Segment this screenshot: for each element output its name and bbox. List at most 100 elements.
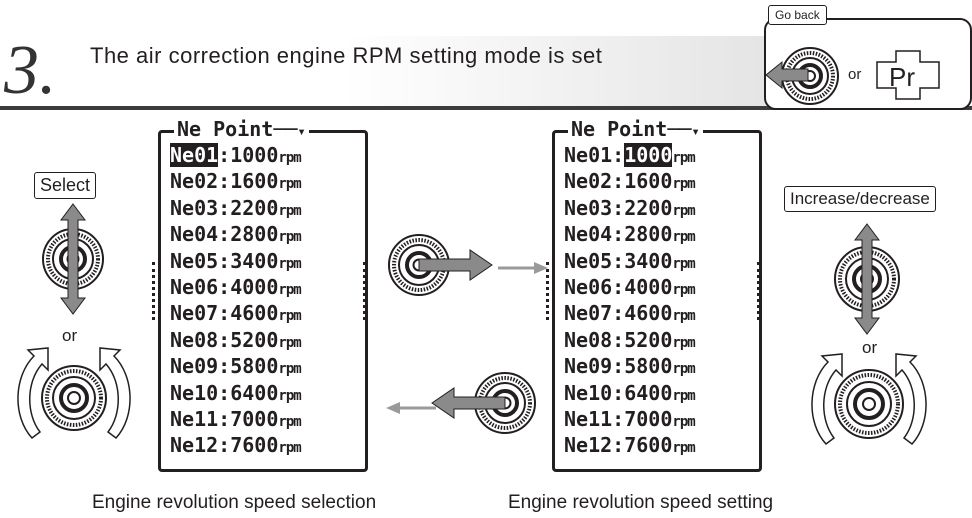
jog-dial-icon[interactable] xyxy=(830,223,904,335)
rpm-unit: rpm xyxy=(672,150,695,166)
separator: : xyxy=(218,143,231,167)
separator: : xyxy=(218,380,231,405)
separator: : xyxy=(612,143,625,167)
rpm-point-name: Ne03 xyxy=(564,195,613,220)
rpm-value: 5200 xyxy=(230,327,279,352)
jog-dial-icon[interactable] xyxy=(776,44,840,108)
rpm-point-row[interactable]: Ne01:1000rpm xyxy=(170,142,302,168)
rpm-point-row[interactable]: Ne12:7600rpm xyxy=(564,432,696,458)
rpm-point-row[interactable]: Ne09:5800rpm xyxy=(564,353,696,379)
rpm-value: 5800 xyxy=(624,354,673,379)
rotate-arrows-icon[interactable] xyxy=(4,346,144,446)
rpm-value: 7600 xyxy=(624,433,673,458)
header-rule xyxy=(0,106,972,110)
rpm-point-name: Ne08 xyxy=(564,327,613,352)
rpm-unit: rpm xyxy=(672,361,695,378)
rpm-value: 4600 xyxy=(624,301,673,326)
rpm-point-row[interactable]: Ne01:1000rpm xyxy=(564,142,696,168)
rpm-point-row[interactable]: Ne04:2800rpm xyxy=(170,221,302,247)
separator: : xyxy=(612,354,625,379)
go-back-or-text: or xyxy=(848,66,862,83)
rpm-point-name: Ne08 xyxy=(170,327,219,352)
rpm-unit: rpm xyxy=(278,281,301,298)
separator: : xyxy=(612,248,625,273)
rpm-value: 4600 xyxy=(230,301,279,326)
separator: : xyxy=(218,301,231,326)
rpm-unit: rpm xyxy=(278,150,301,166)
rpm-value: 4000 xyxy=(624,274,673,299)
rpm-point-row[interactable]: Ne10:6400rpm xyxy=(170,380,302,406)
step-number: 3. xyxy=(4,32,57,109)
rpm-point-row[interactable]: Ne05:3400rpm xyxy=(564,248,696,274)
increase-or-text: or xyxy=(862,338,878,357)
screen-scroll-marker xyxy=(757,262,760,320)
separator: : xyxy=(612,274,625,299)
rpm-unit: rpm xyxy=(672,334,695,351)
rpm-point-name: Ne06 xyxy=(170,274,219,299)
rpm-value[interactable]: 1000 xyxy=(624,143,673,167)
rpm-point-row[interactable]: Ne06:4000rpm xyxy=(564,274,696,300)
pr-key-icon[interactable] xyxy=(876,50,940,100)
select-or-text: or xyxy=(62,326,78,345)
separator: : xyxy=(612,222,625,247)
jog-dial-icon[interactable] xyxy=(384,230,494,300)
rpm-point-name: Ne02 xyxy=(170,169,219,194)
dropdown-arrow-icon: ▾ xyxy=(691,124,700,140)
rpm-unit: rpm xyxy=(278,334,301,351)
rpm-point-name: Ne12 xyxy=(564,433,613,458)
rpm-point-row[interactable]: Ne05:3400rpm xyxy=(170,248,302,274)
jog-dial-icon[interactable] xyxy=(430,368,540,438)
rpm-unit: rpm xyxy=(278,176,301,193)
rpm-point-row[interactable]: Ne08:5200rpm xyxy=(170,327,302,353)
rpm-point-name: Ne05 xyxy=(564,248,613,273)
separator: : xyxy=(218,248,231,273)
screen-title: Ne Point──▾ xyxy=(568,118,703,143)
rpm-point-row[interactable]: Ne03:2200rpm xyxy=(170,195,302,221)
separator: : xyxy=(218,169,231,194)
pr-key-label: Pr xyxy=(889,62,915,92)
rpm-value: 7000 xyxy=(230,406,279,431)
separator: : xyxy=(612,301,625,326)
arrow-icon xyxy=(418,249,493,281)
rpm-point-row[interactable]: Ne11:7000rpm xyxy=(564,406,696,432)
rpm-point-row[interactable]: Ne12:7600rpm xyxy=(170,432,302,458)
rpm-unit: rpm xyxy=(672,387,695,404)
rpm-point-row[interactable]: Ne07:4600rpm xyxy=(564,300,696,326)
rpm-unit: rpm xyxy=(672,176,695,193)
rpm-point-row[interactable]: Ne07:4600rpm xyxy=(170,300,302,326)
rpm-point-row[interactable]: Ne04:2800rpm xyxy=(564,221,696,247)
rpm-point-row[interactable]: Ne06:4000rpm xyxy=(170,274,302,300)
rpm-point-name: Ne10 xyxy=(564,380,613,405)
rpm-point-name: Ne09 xyxy=(564,354,613,379)
arrow-icon xyxy=(854,223,880,335)
rpm-point-row[interactable]: Ne08:5200rpm xyxy=(564,327,696,353)
rpm-point-row[interactable]: Ne10:6400rpm xyxy=(564,380,696,406)
rpm-point-row[interactable]: Ne02:1600rpm xyxy=(564,168,696,194)
rpm-unit: rpm xyxy=(672,413,695,430)
rpm-unit: rpm xyxy=(278,308,301,325)
rpm-unit: rpm xyxy=(672,229,695,246)
arrow-icon xyxy=(765,60,809,90)
rpm-value: 1600 xyxy=(624,169,673,194)
separator: : xyxy=(218,354,231,379)
separator: : xyxy=(218,222,231,247)
rpm-point-row[interactable]: Ne03:2200rpm xyxy=(564,195,696,221)
rpm-point-row[interactable]: Ne02:1600rpm xyxy=(170,168,302,194)
rpm-unit: rpm xyxy=(672,255,695,272)
rpm-point-row[interactable]: Ne09:5800rpm xyxy=(170,353,302,379)
rpm-value: 7600 xyxy=(230,433,279,458)
jog-dial-icon[interactable] xyxy=(38,203,108,315)
rpm-point-row[interactable]: Ne11:7000rpm xyxy=(170,406,302,432)
separator: : xyxy=(612,406,625,431)
rpm-unit: rpm xyxy=(672,440,695,457)
rotate-arrows-icon[interactable] xyxy=(798,352,940,452)
rpm-point-name: Ne01 xyxy=(170,143,219,167)
screen-scroll-marker xyxy=(152,262,155,320)
rpm-value: 6400 xyxy=(624,380,673,405)
rpm-value: 6400 xyxy=(230,380,279,405)
separator: : xyxy=(218,327,231,352)
rpm-value: 3400 xyxy=(230,248,279,273)
